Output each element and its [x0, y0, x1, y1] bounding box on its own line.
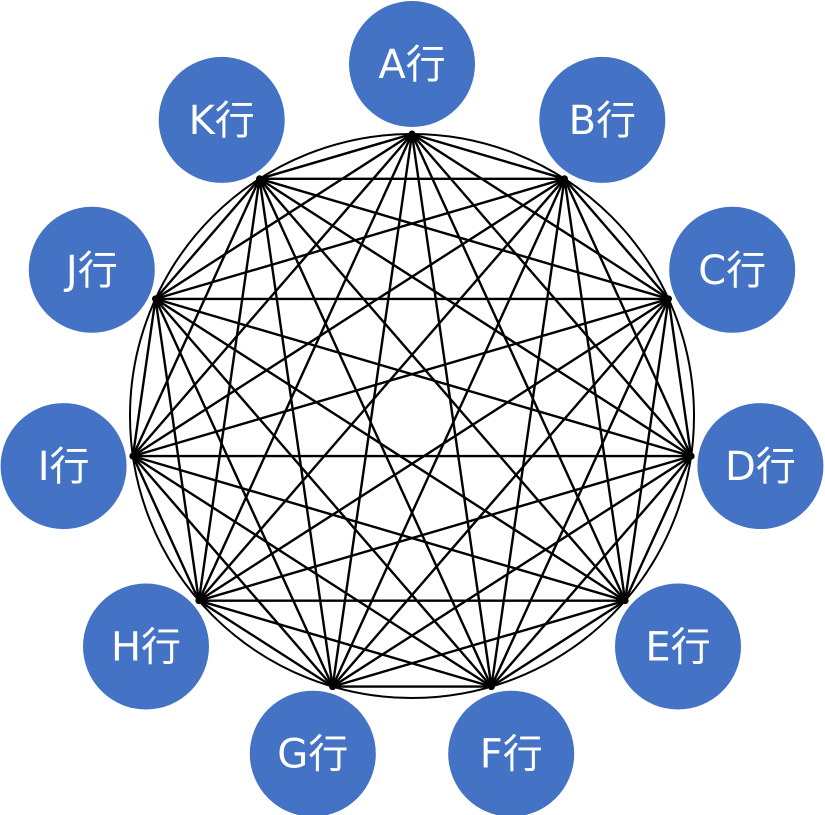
edge-A-I: [131, 133, 413, 457]
node-circle-K: [158, 56, 285, 183]
edge-D-K: [258, 177, 692, 458]
node-label-E: E行: [645, 625, 710, 671]
node-circle-I: [0, 403, 127, 530]
edge-F-J: [154, 298, 493, 688]
edge-A-D: [411, 133, 693, 457]
edge-B-F: [490, 178, 566, 687]
edge-D-J: [155, 297, 692, 458]
node-circle-G: [249, 690, 376, 815]
node-label-A: A行: [378, 42, 445, 88]
edge-A-E: [410, 133, 627, 602]
node-I: I行: [0, 403, 127, 530]
node-H: H行: [83, 583, 209, 710]
node-circle-C: [669, 206, 796, 333]
vertex-C: [665, 295, 672, 303]
edge-B-H: [197, 178, 566, 602]
edge-D-G: [331, 455, 692, 688]
node-label-I: I行: [38, 444, 90, 490]
vertex-G: [329, 683, 337, 691]
edge-D-E: [624, 455, 693, 602]
vertex-J: [152, 295, 159, 303]
node-label-H: H行: [111, 625, 181, 671]
vertex-F: [487, 683, 495, 691]
edge-E-F: [490, 599, 626, 688]
outer-ring: [129, 133, 695, 699]
edge-B-D: [563, 178, 693, 457]
edge-A-F: [410, 133, 493, 687]
node-circle-B: [539, 56, 666, 183]
vertex-I: [129, 452, 137, 460]
node-J: J行: [28, 206, 155, 333]
edge-A-H: [197, 133, 414, 602]
edge-J-K: [154, 178, 261, 300]
edge-B-G: [331, 178, 566, 688]
vertex-B: [561, 175, 568, 183]
edge-A-K: [259, 132, 413, 180]
node-circle-F: [448, 690, 575, 815]
node-circle-A: [349, 1, 475, 127]
node-E: E行: [615, 583, 741, 710]
edge-H-K: [197, 178, 261, 601]
node-label-B: B行: [569, 98, 636, 144]
edge-G-K: [258, 178, 334, 687]
edge-E-G: [332, 599, 626, 688]
vertex-K: [256, 175, 263, 183]
node-K: K行: [158, 56, 285, 183]
edge-C-E: [623, 298, 670, 601]
edge-B-E: [563, 178, 627, 601]
vertex-A: [408, 130, 416, 138]
edge-A-G: [331, 133, 414, 687]
edge-D-F: [490, 455, 693, 688]
node-circle-E: [615, 583, 741, 710]
node-circle-D: [697, 403, 824, 530]
edge-H-I: [131, 455, 200, 602]
edge-G-J: [154, 298, 334, 688]
node-B: B行: [539, 56, 666, 183]
edge-F-K: [258, 178, 493, 688]
edge-A-J: [154, 132, 413, 300]
node-D: D行: [697, 403, 824, 530]
node-G: G行: [249, 690, 376, 815]
edge-F-I: [132, 455, 493, 688]
edge-C-H: [198, 297, 670, 602]
node-label-C: C行: [698, 248, 766, 294]
edge-B-C: [563, 178, 670, 300]
edge-C-F: [490, 298, 670, 688]
node-F: F行: [448, 690, 575, 815]
edge-A-C: [411, 132, 670, 300]
edge-B-I: [132, 177, 566, 458]
node-label-J: J行: [63, 248, 118, 294]
edge-E-K: [258, 178, 627, 602]
node-circle-J: [28, 206, 155, 333]
node-label-G: G行: [277, 732, 348, 778]
node-A: A行: [349, 1, 475, 127]
connection-lines: [131, 132, 693, 688]
node-C: C行: [669, 206, 796, 333]
edge-A-B: [411, 132, 565, 180]
edge-G-H: [198, 599, 334, 688]
vertex-dots: [129, 130, 695, 691]
edge-G-I: [131, 455, 334, 688]
node-label-K: K行: [189, 98, 255, 144]
edge-C-D: [667, 298, 693, 457]
node-label-D: D行: [725, 444, 796, 490]
edge-F-H: [198, 599, 492, 688]
edge-D-H: [198, 454, 692, 602]
edge-E-I: [132, 454, 626, 602]
vertex-E: [621, 597, 629, 605]
edge-C-G: [331, 298, 670, 688]
vertex-D: [687, 452, 695, 460]
edge-I-J: [131, 298, 157, 457]
edge-B-J: [155, 177, 565, 301]
node-circle-H: [83, 583, 209, 710]
edge-I-K: [131, 178, 261, 457]
edge-C-K: [259, 177, 669, 301]
vertex-H: [195, 597, 203, 605]
edge-H-J: [154, 298, 201, 601]
node-label-F: F行: [480, 732, 543, 778]
edge-E-J: [154, 297, 626, 602]
edge-C-I: [132, 297, 669, 458]
